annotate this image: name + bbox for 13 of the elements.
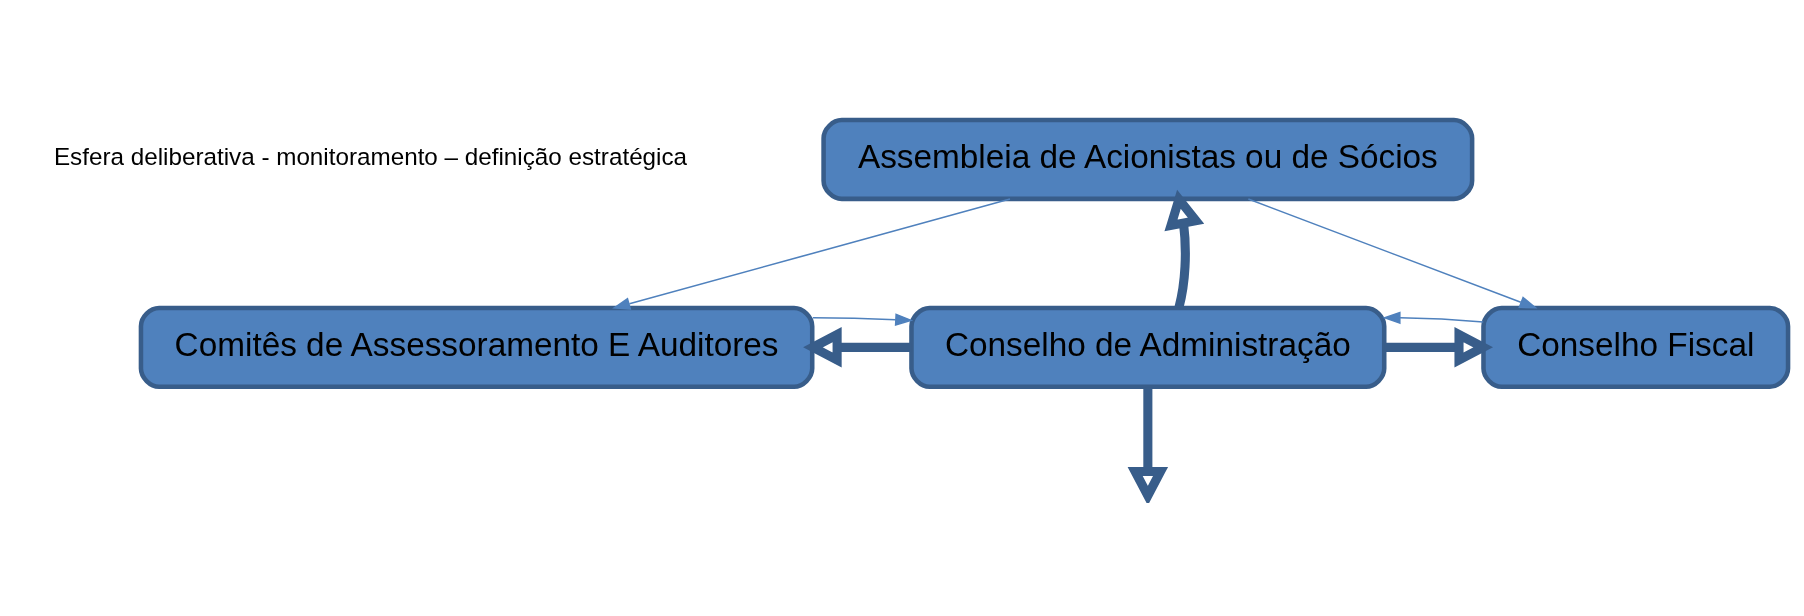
node-box: Comitês de Assessoramento E Auditores	[138, 305, 815, 389]
node-box: Conselho Fiscal	[1481, 305, 1791, 389]
arrow	[1247, 197, 1538, 309]
arrow	[612, 197, 1011, 310]
arrow	[1382, 310, 1484, 324]
node-box: Conselho de Administração	[909, 305, 1387, 389]
arrow	[1384, 326, 1493, 368]
arrow	[812, 312, 914, 326]
arrow	[803, 326, 911, 368]
arrow	[1164, 189, 1205, 309]
label: Esfera deliberativa - monitoramento – definição estratégica	[53, 142, 688, 170]
node-box: Assembleia de Acionistas ou de Sócios	[821, 117, 1475, 201]
arrow	[1127, 386, 1169, 503]
